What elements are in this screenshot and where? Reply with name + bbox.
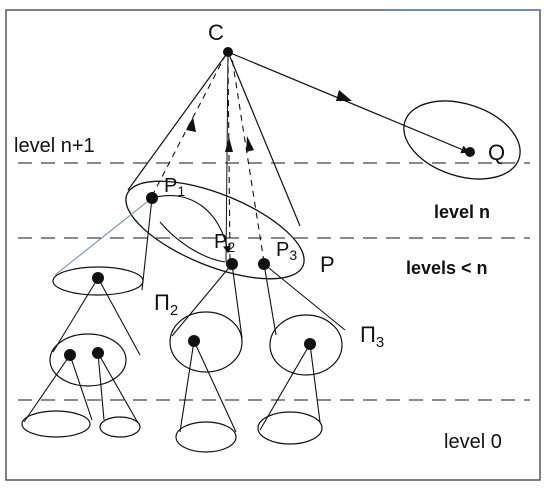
arrowhead-C-to-Q-mid (336, 90, 352, 101)
label-P: P (320, 252, 335, 277)
pi3-leaf-base (257, 411, 323, 445)
leaf-cone-a-left (23, 354, 71, 423)
level-label-0: level 0 (444, 431, 502, 453)
label-P1: P1 (164, 175, 185, 199)
label-P3: P3 (276, 239, 297, 263)
node-C (223, 47, 233, 57)
label-P2-sub: 2 (227, 239, 235, 255)
cluster-P-ellipse (125, 180, 305, 280)
node-pi3 (304, 338, 316, 350)
level-label-below-n: levels < n (406, 258, 488, 278)
label-pi2: Π2 (154, 290, 178, 319)
pi2-cone-base-ellipse (169, 311, 243, 373)
arrow-P1-loop (159, 221, 226, 263)
cluster-Q-ellipse (403, 100, 521, 180)
arrow-P3-to-C (231, 57, 265, 263)
cone-C-right-edge (227, 51, 301, 227)
subcone-P1-top-ellipse (52, 266, 144, 296)
leaf-cone-b-right (97, 352, 139, 424)
subcone-P1-left-edge (52, 277, 99, 353)
arrow-P1-to-P2 (151, 195, 231, 254)
label-P3-main: P (276, 239, 289, 261)
subcone-P1-base-ellipse (49, 333, 127, 387)
pi3-cone-base-ellipse (269, 314, 343, 376)
diagram-frame (5, 9, 541, 481)
node-P1 (146, 192, 158, 204)
node-P2 (226, 258, 238, 270)
level-label-n-plus-1: level n+1 (14, 135, 95, 157)
label-pi3: Π3 (360, 322, 384, 351)
label-P1-sub: 1 (177, 183, 185, 199)
P1-to-cone-left-edge (54, 197, 153, 276)
pi3-cone-left (263, 263, 277, 336)
pi3-leaf-right (309, 343, 321, 423)
leaf-cone-b-base (99, 416, 141, 438)
label-pi3-main: Π (360, 322, 376, 347)
pi2-leaf-left (179, 340, 195, 433)
label-P2: P2 (214, 231, 235, 255)
pi2-leaf-right (193, 340, 237, 433)
subcone-P1-right-edge (97, 277, 141, 356)
node-leaf-a (64, 349, 76, 361)
node-P3 (258, 258, 270, 270)
pi3-cone-right (263, 263, 346, 331)
label-P3-sub: 3 (289, 247, 297, 263)
P1-to-cone-right-edge (141, 197, 153, 291)
node-leaf-b (92, 347, 104, 359)
cone-C-center-line (225, 51, 229, 263)
label-pi2-sub: 2 (170, 302, 178, 319)
pi2-leaf-base (175, 421, 237, 453)
label-Q: Q (488, 140, 505, 165)
label-pi3-sub: 3 (376, 334, 384, 351)
leaf-cone-a-right (69, 354, 93, 421)
node-Q (465, 147, 475, 157)
arrowhead-P2-to-C (225, 137, 233, 152)
label-pi2-main: Π (154, 290, 170, 315)
pi2-cone-right (231, 263, 243, 339)
level-label-n: level n (434, 202, 490, 222)
node-subcone-P1 (92, 272, 104, 284)
node-pi2 (188, 335, 200, 347)
label-C: C (208, 20, 224, 45)
arrow-P2-to-C (227, 57, 231, 261)
arrowhead-P3-to-C (246, 136, 254, 152)
leaf-cone-b-left (97, 352, 105, 421)
arrowhead-P1-to-C (186, 117, 196, 132)
cone-C-left-edge (127, 51, 229, 191)
pi2-cone-left (171, 263, 233, 337)
label-P2-main: P (214, 231, 227, 253)
label-P1-main: P (164, 175, 177, 197)
leaf-cone-a-base (21, 410, 91, 438)
arrow-C-to-Q (227, 51, 470, 154)
